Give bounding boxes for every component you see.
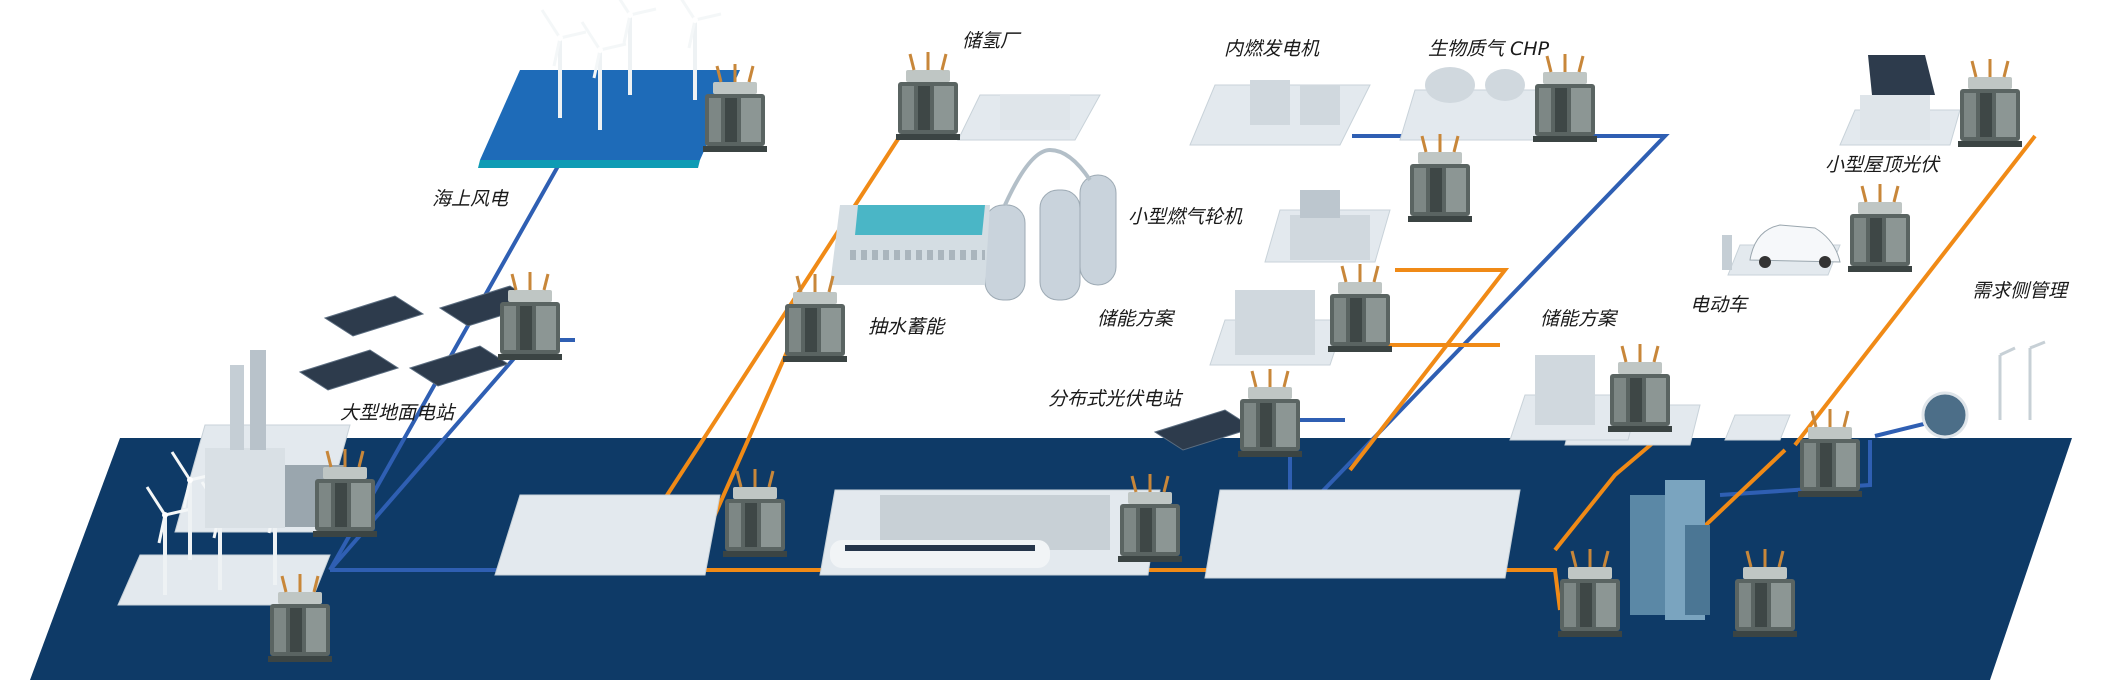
ice-generator-label: 内燃发电机 xyxy=(1224,38,1320,60)
hydrogen-storage-label: 储氢厂 xyxy=(962,30,1020,52)
distributed-pv-label: 分布式光伏电站 xyxy=(1048,388,1182,410)
demand-side-label: 需求侧管理 xyxy=(1972,280,2068,302)
heat-pump xyxy=(1921,391,1969,439)
city-buildings xyxy=(1630,480,1710,620)
electric-vehicle xyxy=(1722,224,1841,270)
biomass-chp-label: 生物质气 CHP xyxy=(1428,38,1550,60)
hydrogen-plant xyxy=(984,95,1117,301)
ground-pv-label: 大型地面电站 xyxy=(340,402,455,424)
train-and-substation xyxy=(830,495,1110,568)
street-lights xyxy=(1998,340,2046,420)
offshore-wind-label: 海上风电 xyxy=(432,188,509,210)
pumped-hydro-dam xyxy=(830,205,990,285)
ev-label: 电动车 xyxy=(1690,294,1748,316)
rooftop-pv-house xyxy=(1860,55,1935,140)
storage-solution-right-label: 储能方案 xyxy=(1540,308,1617,330)
storage-solution-left-label: 储能方案 xyxy=(1097,308,1174,330)
pumped-hydro-label: 抽水蓄能 xyxy=(868,316,945,338)
generation-units xyxy=(1235,67,1595,425)
small-gas-turbine-label: 小型燃气轮机 xyxy=(1128,206,1243,228)
rooftop-pv-label: 小型屋顶光伏 xyxy=(1825,154,1940,176)
offshore-sea xyxy=(480,70,740,160)
